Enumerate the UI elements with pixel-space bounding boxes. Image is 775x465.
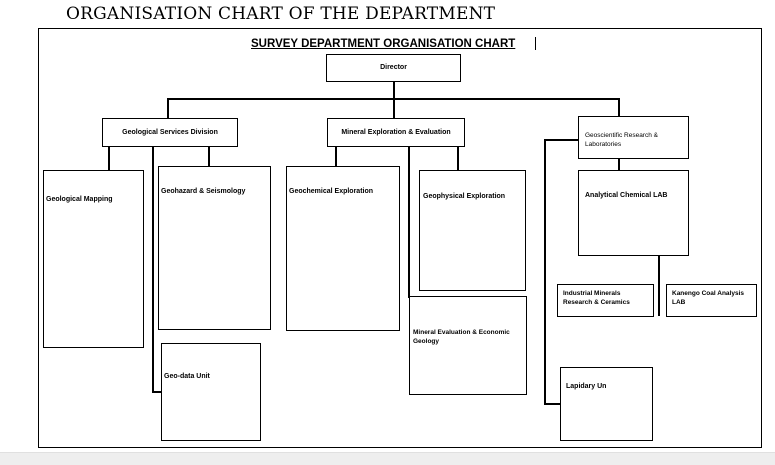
- geoscientific-research-label-line1: Geoscientific Research &: [585, 132, 658, 139]
- mineral-exploration-label: Mineral Exploration & Evaluation: [341, 128, 451, 136]
- connector-to-kanengo: [658, 256, 660, 316]
- connector-to-geophysical: [457, 146, 459, 170]
- chart-frame: [38, 28, 762, 448]
- geochemical-box: Geochemical Exploration: [286, 166, 400, 331]
- connector-geoscientific-left: [544, 139, 578, 141]
- analytical-chemical-label: Analytical Chemical LAB: [585, 192, 668, 199]
- geological-services-label: Geological Services Division: [122, 128, 218, 136]
- title-tick-mark: [535, 37, 536, 50]
- connector-to-mineral-exploration: [393, 98, 395, 118]
- lapidary-box: Lapidary Un: [560, 367, 653, 441]
- industrial-minerals-box: Industrial Minerals Research & Ceramics: [557, 284, 654, 317]
- geological-mapping-box: Geological Mapping: [43, 170, 144, 348]
- connector-director-down: [393, 81, 395, 98]
- analytical-chemical-box: Analytical Chemical LAB: [578, 170, 689, 256]
- geophysical-box: Geophysical Exploration: [419, 170, 526, 291]
- chart-title: SURVEY DEPARTMENT ORGANISATION CHART: [251, 38, 516, 50]
- geo-data-label: Geo-data Unit: [164, 373, 210, 380]
- geohazard-label: Geohazard & Seismology: [161, 188, 246, 195]
- geoscientific-research-box: Geoscientific Research & Laboratories: [578, 116, 689, 159]
- geochemical-label: Geochemical Exploration: [289, 188, 374, 195]
- connector-geological-services-trunk: [152, 146, 154, 392]
- director-label: Director: [380, 64, 407, 72]
- mineral-exploration-box: Mineral Exploration & Evaluation: [327, 118, 465, 147]
- mineral-evaluation-label: Mineral Evaluation & Economic Geology: [413, 329, 510, 345]
- bottom-gray-strip: [0, 452, 775, 465]
- connector-to-mineral-evaluation: [408, 146, 410, 298]
- geological-mapping-label: Geological Mapping: [46, 196, 113, 203]
- geoscientific-research-label-line2: Laboratories: [585, 140, 622, 148]
- page-title: ORGANISATION CHART OF THE DEPARTMENT: [66, 4, 496, 24]
- connector-to-geo-data: [152, 391, 162, 393]
- connector-to-geoscientific: [618, 98, 620, 116]
- connector-to-analytical: [618, 158, 620, 170]
- industrial-minerals-label: Industrial Minerals Research & Ceramics: [563, 290, 630, 306]
- connector-to-geochemical: [335, 146, 337, 166]
- mineral-evaluation-box: Mineral Evaluation & Economic Geology: [409, 296, 527, 395]
- director-box: Director: [326, 54, 461, 82]
- connector-to-geological-services: [167, 98, 169, 118]
- lapidary-label: Lapidary Un: [566, 383, 607, 390]
- connector-to-lapidary: [544, 403, 560, 405]
- kanengo-label: Kanengo Coal Analysis LAB: [672, 290, 744, 306]
- geophysical-label: Geophysical Exploration: [423, 193, 506, 200]
- connector-to-geohazard: [208, 146, 210, 166]
- geo-data-box: Geo-data Unit: [161, 343, 261, 441]
- connector-to-geological-mapping: [108, 146, 110, 170]
- kanengo-box: Kanengo Coal Analysis LAB: [666, 284, 757, 317]
- connector-geoscientific-trunk: [544, 139, 546, 404]
- geohazard-box: Geohazard & Seismology: [158, 166, 271, 330]
- geological-services-box: Geological Services Division: [102, 118, 238, 147]
